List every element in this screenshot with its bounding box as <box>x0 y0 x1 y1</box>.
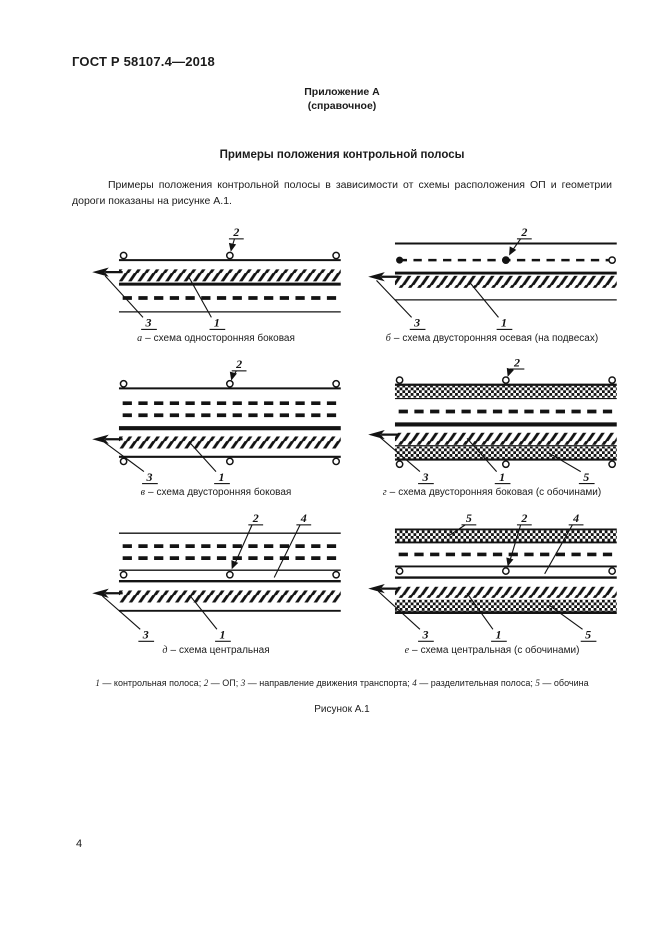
diagram-e: 5 2 4 <box>358 511 626 656</box>
diagram-g: 2 <box>358 357 626 498</box>
callout-2: 2 <box>228 225 244 252</box>
op-post-markers-top <box>119 379 341 388</box>
diagram-v-drawing: 2 <box>92 357 341 485</box>
svg-text:3: 3 <box>413 315 420 329</box>
callout-1: 1 <box>188 277 226 330</box>
traffic-direction-arrow <box>368 271 399 282</box>
callout-3: 3 <box>104 275 157 330</box>
callout-5: 5 <box>547 451 595 485</box>
shoulder-strip-top <box>394 385 617 398</box>
callout-3: 3 <box>101 595 155 643</box>
control-strip-hatch <box>118 269 341 282</box>
svg-text:2: 2 <box>520 511 527 525</box>
svg-text:4: 4 <box>300 511 307 525</box>
traffic-direction-arrow <box>368 584 399 594</box>
appendix-heading: Приложение А (справочное) <box>72 85 612 113</box>
shoulder-strip-bottom <box>394 600 617 613</box>
op-post-markers-bottom <box>395 460 617 469</box>
op-post-markers <box>119 251 341 260</box>
appendix-note: (справочное) <box>307 100 377 113</box>
svg-text:2: 2 <box>252 511 259 525</box>
svg-text:3: 3 <box>421 470 428 484</box>
svg-text:1: 1 <box>499 470 505 484</box>
diagram-a: 2 <box>82 225 350 344</box>
callout-3: 3 <box>376 279 426 330</box>
control-strip-hatch <box>118 436 341 449</box>
traffic-direction-arrow <box>368 429 399 440</box>
svg-text:1: 1 <box>219 470 225 484</box>
appendix-label: Приложение А <box>304 86 380 98</box>
op-post-markers-median <box>395 567 617 576</box>
callout-1: 1 <box>189 442 230 485</box>
figure-label: Рисунок А.1 <box>314 704 370 716</box>
figure-legend: 1 — контрольная полоса; 2 — ОП; 3 — напр… <box>95 678 589 689</box>
diagram-d-caption: д–схема центральная <box>162 645 270 657</box>
callout-5-bottom: 5 <box>548 605 597 643</box>
page-number: 4 <box>76 838 83 850</box>
doc-number: ГОСТ Р 58107.4—2018 <box>72 54 215 69</box>
callout-2: 2 <box>506 357 525 377</box>
callout-1: 1 <box>466 593 507 643</box>
svg-text:2: 2 <box>232 225 239 239</box>
op-post-markers-top <box>395 376 617 384</box>
callout-1: 1 <box>466 437 511 485</box>
svg-text:2: 2 <box>520 225 527 239</box>
diagram-a-caption: а–схема односторонняя боковая <box>137 332 295 344</box>
callout-2: 2 <box>231 511 264 570</box>
svg-text:1: 1 <box>495 628 501 642</box>
intro-paragraph: Примеры положения контрольной полосы в з… <box>72 179 612 207</box>
callout-2: 2 <box>229 357 247 381</box>
svg-text:3: 3 <box>142 628 149 642</box>
page-content: ГОСТ Р 58107.4—2018 Приложение А (справо… <box>72 54 617 716</box>
callout-3: 3 <box>103 441 158 485</box>
diagram-d: 2 4 <box>82 511 350 656</box>
callout-3: 3 <box>377 591 434 643</box>
control-strip-hatch <box>118 590 341 603</box>
callout-3: 3 <box>379 436 434 485</box>
callout-2: 2 <box>509 225 532 256</box>
svg-text:5: 5 <box>585 628 591 642</box>
diagram-b-drawing: 2 <box>368 225 617 330</box>
op-post-markers-median <box>119 571 341 579</box>
figure-a1-grid: 2 <box>82 225 617 656</box>
diagram-b-caption: б–схема двусторонняя осевая (на подвесах… <box>385 332 599 344</box>
shoulder-strip-top <box>394 530 617 542</box>
control-strip-hatch <box>394 275 617 288</box>
diagram-g-caption: г–схема двусторонняя боковая (с обочинам… <box>382 487 602 499</box>
svg-text:1: 1 <box>219 628 225 642</box>
svg-text:2: 2 <box>513 357 520 369</box>
shoulder-strip-bottom <box>394 446 617 459</box>
diagram-v: 2 <box>82 357 350 498</box>
control-strip-hatch <box>394 432 617 445</box>
diagram-b: 2 <box>358 225 626 344</box>
op-suspension-markers <box>396 256 617 264</box>
diagram-e-caption: е–схема центральная (с обочинами) <box>404 645 580 657</box>
traffic-direction-arrow <box>92 588 123 599</box>
diagram-v-caption: в–схема двусторонняя боковая <box>140 487 292 499</box>
svg-text:3: 3 <box>145 315 152 329</box>
traffic-direction-arrow <box>92 267 123 277</box>
svg-text:1: 1 <box>501 315 507 329</box>
op-post-markers-bottom <box>119 457 341 466</box>
diagram-d-drawing: 2 4 <box>92 511 341 643</box>
callout-1: 1 <box>468 280 513 330</box>
diagram-a-drawing: 2 <box>92 225 341 330</box>
control-strip-hatch <box>394 587 617 599</box>
diagram-e-drawing: 5 2 4 <box>368 511 617 643</box>
svg-text:2: 2 <box>235 357 242 371</box>
callout-1: 1 <box>190 596 231 643</box>
traffic-direction-arrow <box>92 434 123 444</box>
svg-text:5: 5 <box>466 511 472 525</box>
svg-text:4: 4 <box>572 511 579 525</box>
diagram-g-drawing: 2 <box>368 357 617 485</box>
svg-text:1: 1 <box>214 315 220 329</box>
svg-text:3: 3 <box>421 628 428 642</box>
svg-text:3: 3 <box>145 470 152 484</box>
section-title: Примеры положения контрольной полосы <box>219 149 465 162</box>
svg-text:5: 5 <box>583 470 589 484</box>
